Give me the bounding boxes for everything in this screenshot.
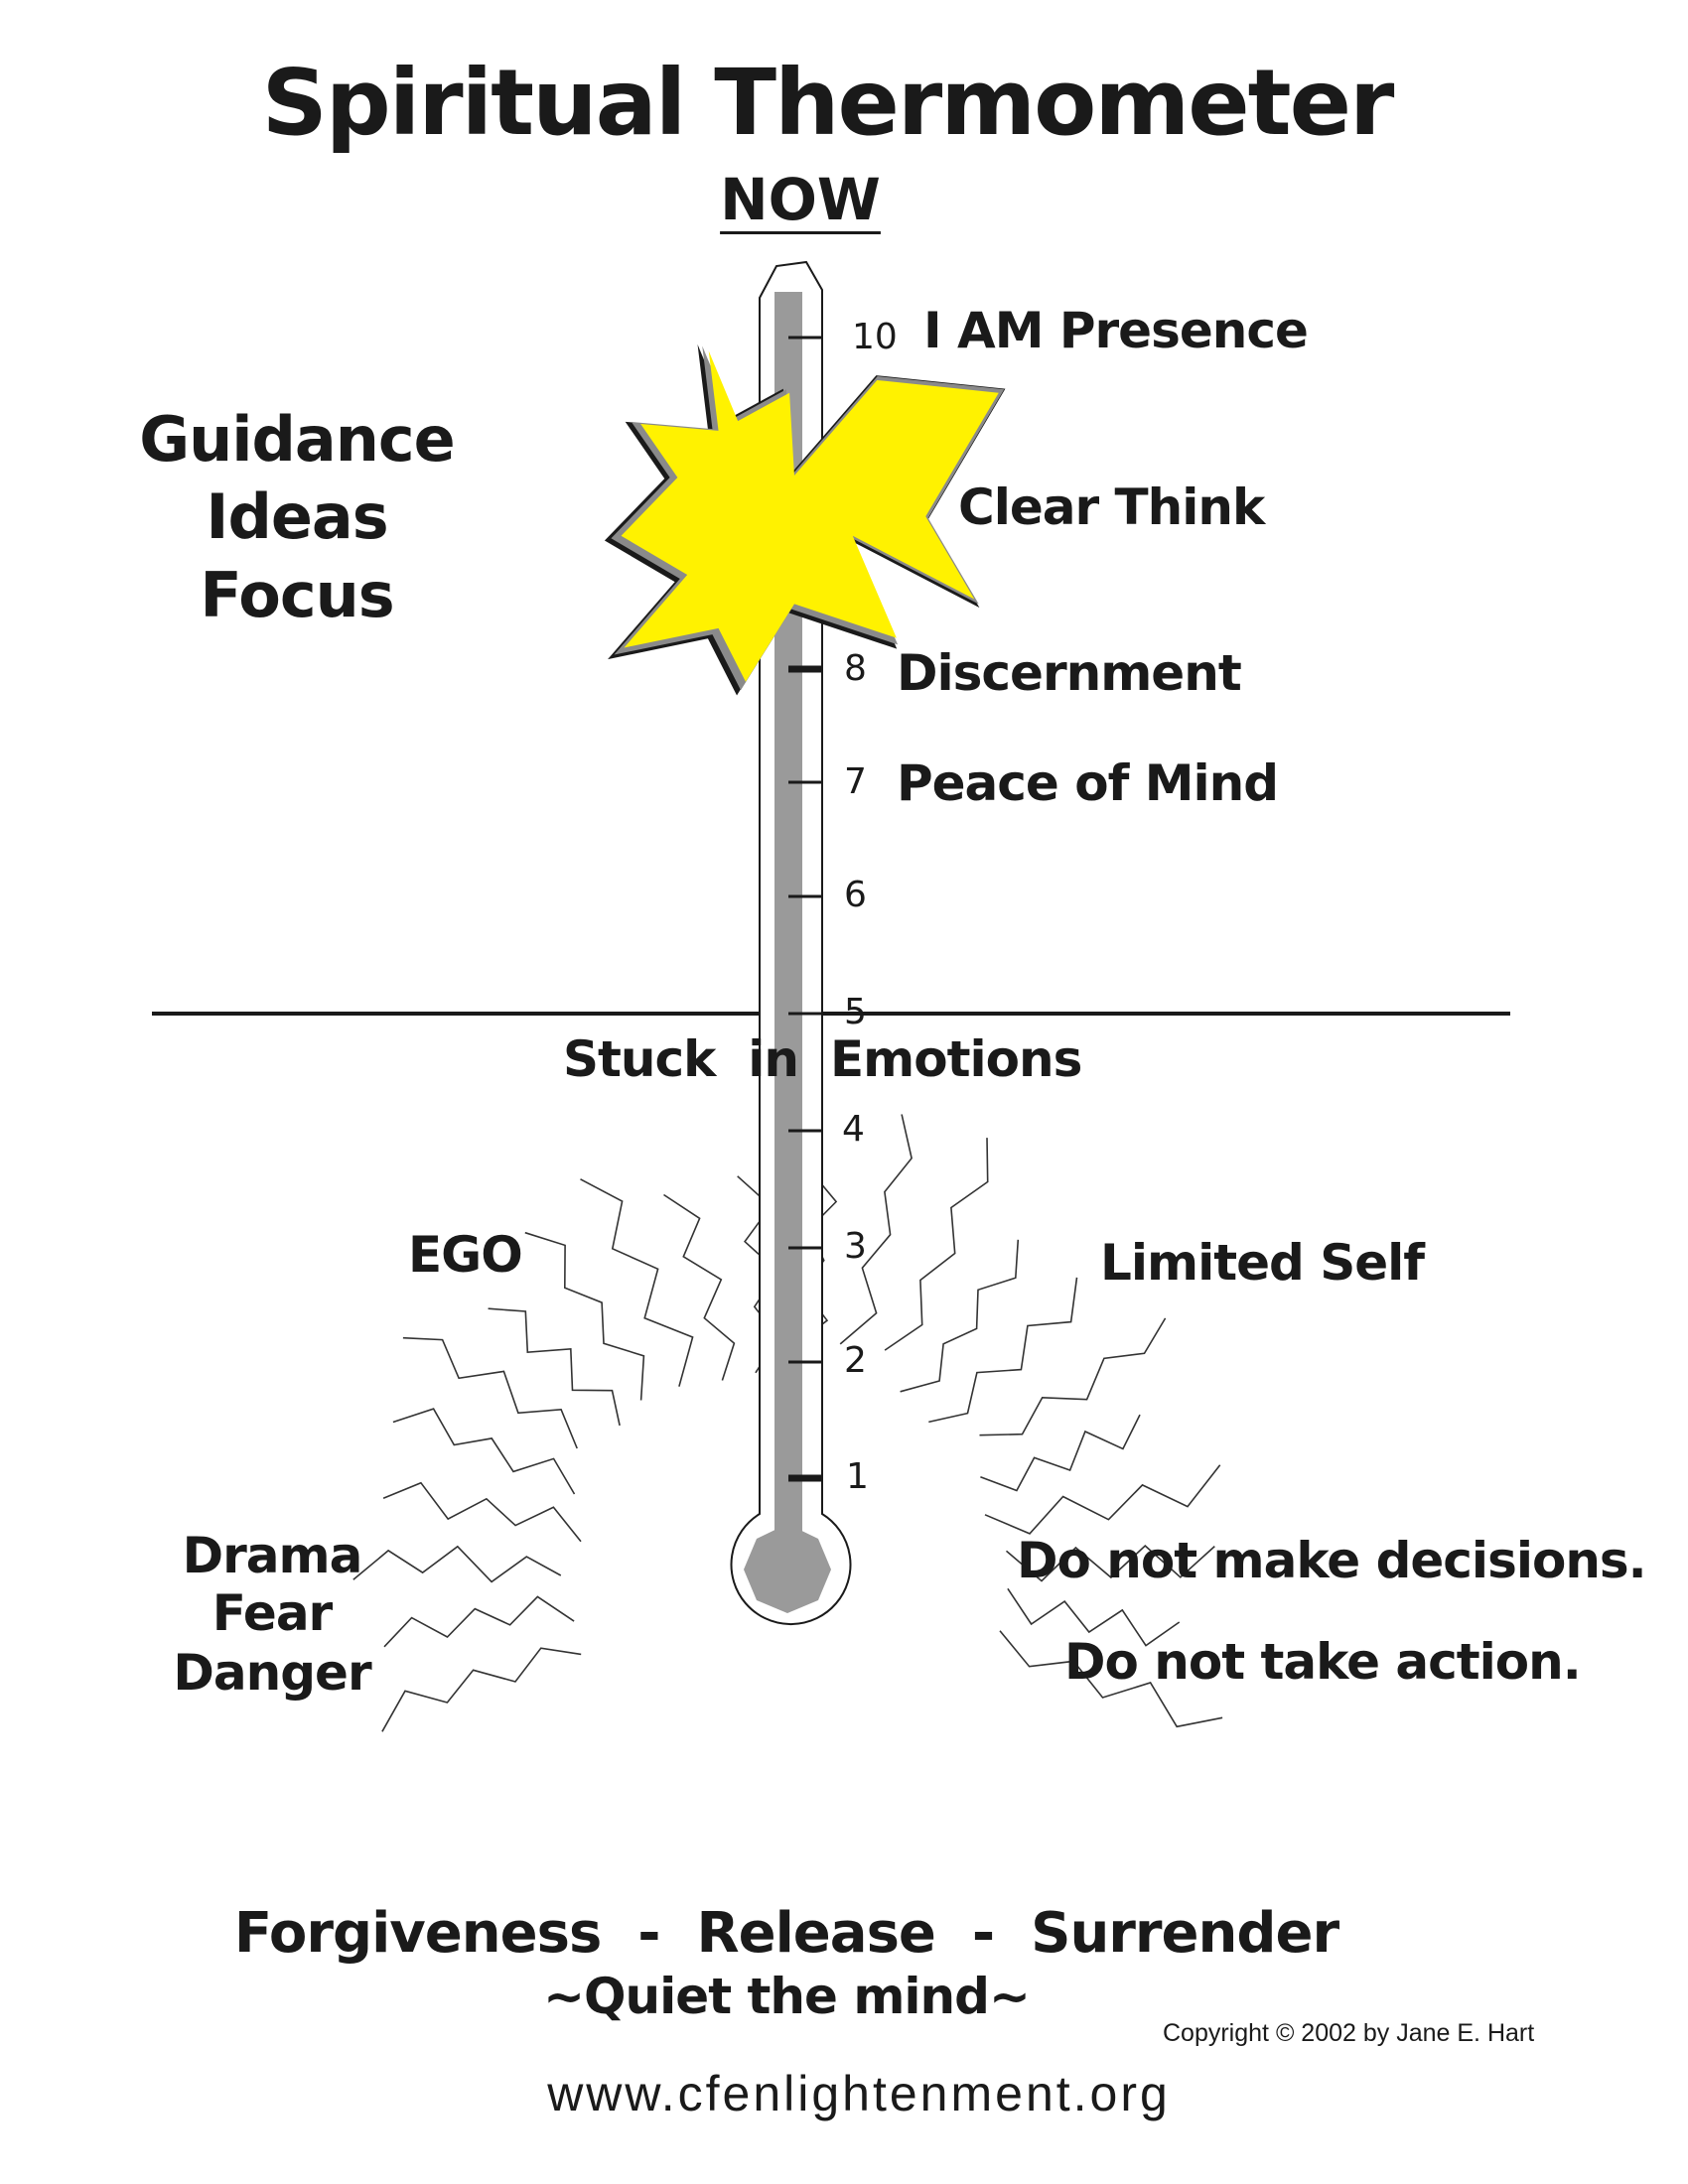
- scale-label-7: Peace of Mind: [897, 754, 1279, 812]
- lower-side-danger: Danger: [173, 1644, 371, 1702]
- wavy-ray: [791, 1168, 838, 1348]
- lower-side-fear: Fear: [211, 1584, 333, 1642]
- scale-number-5: 5: [844, 992, 867, 1032]
- upper-side-focus: Focus: [200, 559, 394, 631]
- lower-side-drama: Drama: [182, 1527, 363, 1584]
- scale-label-10: I AM Presence: [923, 302, 1309, 359]
- quiet-the-mind: ~Quiet the mind~: [543, 1968, 1031, 2025]
- mercury-bulb: [744, 1524, 831, 1613]
- wavy-ray: [382, 1481, 582, 1543]
- website-url: www.cfenlightenment.org: [547, 2066, 1171, 2121]
- wavy-ray: [928, 1277, 1078, 1424]
- wavy-ray: [580, 1178, 694, 1387]
- wavy-ray: [839, 1114, 913, 1345]
- scale-number-4: 4: [842, 1109, 865, 1150]
- wavy-ray: [1005, 1545, 1215, 1582]
- wavy-ray: [402, 1336, 578, 1449]
- page-title: Spiritual Thermometer: [261, 50, 1395, 156]
- upper-side-ideas: Ideas: [206, 480, 388, 553]
- scale-number-7: 7: [844, 761, 867, 802]
- wavy-ray: [383, 1595, 575, 1648]
- wavy-ray: [984, 1464, 1221, 1535]
- copyright-notice: Copyright © 2002 by Jane E. Hart: [1163, 2019, 1535, 2047]
- scale-number-1: 1: [846, 1456, 869, 1497]
- wavy-ray: [524, 1231, 645, 1401]
- stuck-in-label: Stuck in: [563, 1030, 799, 1088]
- upper-side-guidance: Guidance: [139, 403, 455, 476]
- scale-number-10: 10: [852, 317, 898, 357]
- advice-no-decisions: Do not make decisions.: [1017, 1532, 1647, 1589]
- wavy-ray: [980, 1414, 1141, 1492]
- scale-number-8: 8: [844, 648, 867, 689]
- starburst: [604, 343, 1006, 696]
- wavy-ray: [663, 1193, 736, 1381]
- scale-number-6: 6: [844, 875, 867, 915]
- wavy-ray: [392, 1408, 576, 1495]
- now-heading: NOW: [720, 166, 881, 233]
- wavy-ray: [352, 1545, 562, 1583]
- advice-no-action: Do not take action.: [1064, 1633, 1582, 1691]
- ego-label: EGO: [408, 1226, 523, 1284]
- wavy-ray: [900, 1239, 1020, 1393]
- wavy-ray: [884, 1138, 989, 1351]
- scale-label-9: Clear Think: [958, 478, 1265, 536]
- scale-number-3: 3: [844, 1226, 867, 1267]
- wavy-ray: [999, 1630, 1223, 1728]
- wavy-ray: [979, 1317, 1167, 1436]
- scale-number-2: 2: [844, 1340, 867, 1381]
- wavy-ray: [488, 1307, 621, 1427]
- wavy-ray: [381, 1647, 582, 1732]
- limited-self-label: Limited Self: [1100, 1234, 1425, 1292]
- scale-label-8: Discernment: [897, 644, 1242, 702]
- wavy-ray: [1007, 1587, 1181, 1647]
- remedy-line: Forgiveness - Release - Surrender: [233, 1901, 1339, 1966]
- emotions-label: Emotions: [830, 1030, 1082, 1088]
